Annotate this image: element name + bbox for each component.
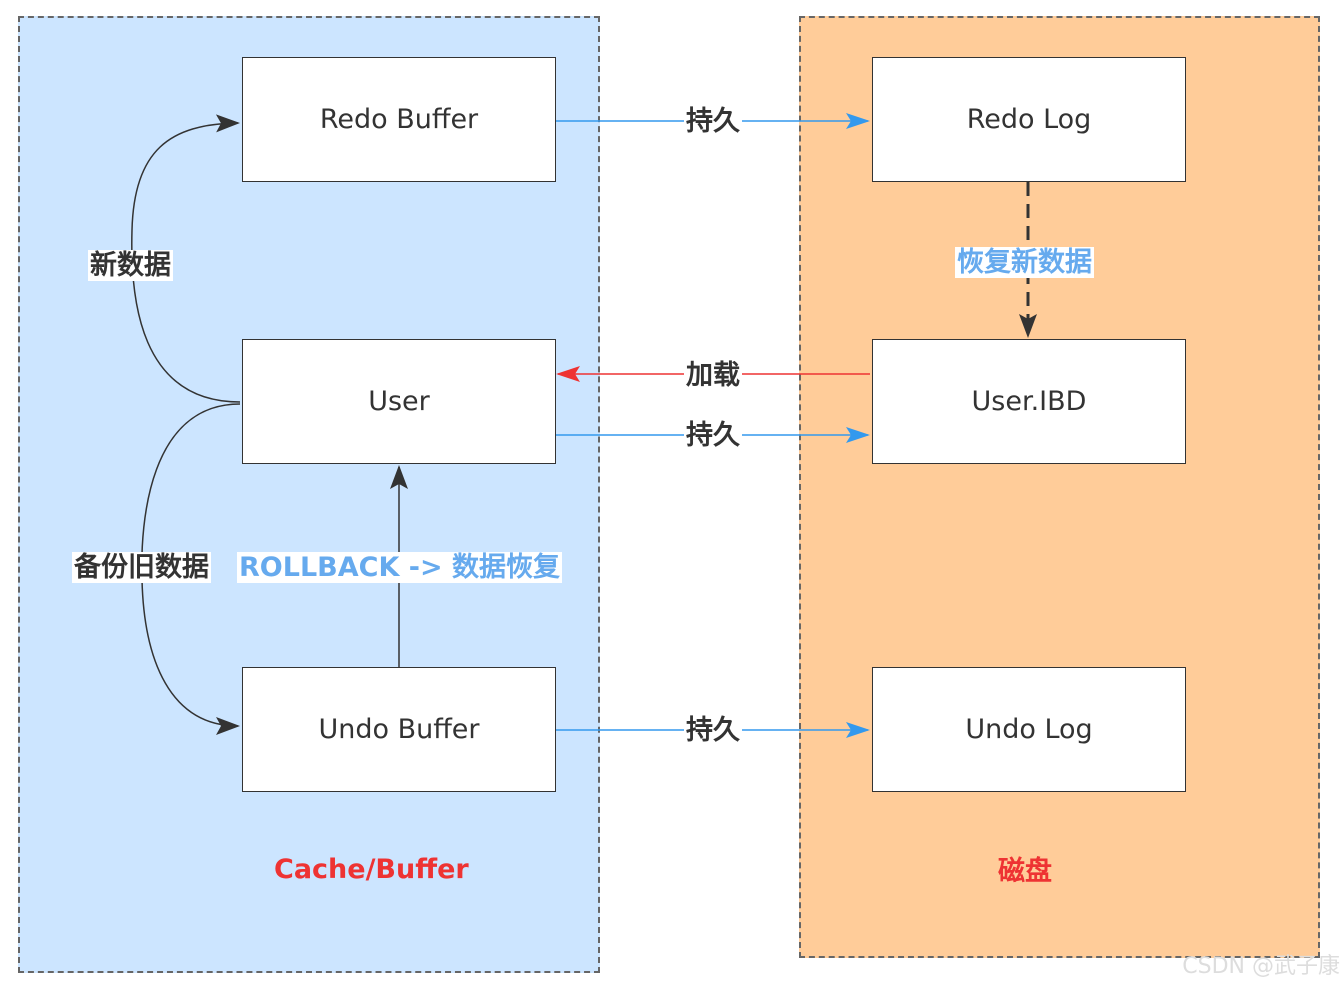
redo-buffer-label: Redo Buffer bbox=[319, 104, 479, 135]
rollback-label: ROLLBACK -> 数据恢复 bbox=[237, 552, 562, 583]
undo-log-node: Undo Log bbox=[872, 667, 1186, 792]
user-ibd-label: User.IBD bbox=[971, 386, 1087, 417]
watermark: CSDN @武子康 bbox=[1182, 954, 1340, 979]
load-user-label: 加载 bbox=[684, 360, 742, 391]
new-data-label: 新数据 bbox=[88, 250, 173, 281]
cache-buffer-zone-label: Cache/Buffer bbox=[274, 854, 469, 885]
new-data-curve bbox=[131, 114, 241, 403]
persist-undo-label: 持久 bbox=[684, 715, 742, 746]
user-label: User bbox=[368, 386, 430, 417]
disk-zone-label: 磁盘 bbox=[998, 856, 1052, 887]
redo-log-label: Redo Log bbox=[966, 104, 1092, 135]
backup-old-data-label: 备份旧数据 bbox=[72, 552, 211, 583]
undo-buffer-node: Undo Buffer bbox=[242, 667, 556, 792]
persist-redo-label: 持久 bbox=[684, 106, 742, 137]
user-node: User bbox=[242, 339, 556, 464]
user-ibd-node: User.IBD bbox=[872, 339, 1186, 464]
persist-user-label: 持久 bbox=[684, 420, 742, 451]
undo-buffer-label: Undo Buffer bbox=[318, 714, 480, 745]
undo-log-label: Undo Log bbox=[965, 714, 1093, 745]
redo-buffer-node: Redo Buffer bbox=[242, 57, 556, 182]
restore-new-data-label: 恢复新数据 bbox=[955, 247, 1094, 278]
redo-log-node: Redo Log bbox=[872, 57, 1186, 182]
